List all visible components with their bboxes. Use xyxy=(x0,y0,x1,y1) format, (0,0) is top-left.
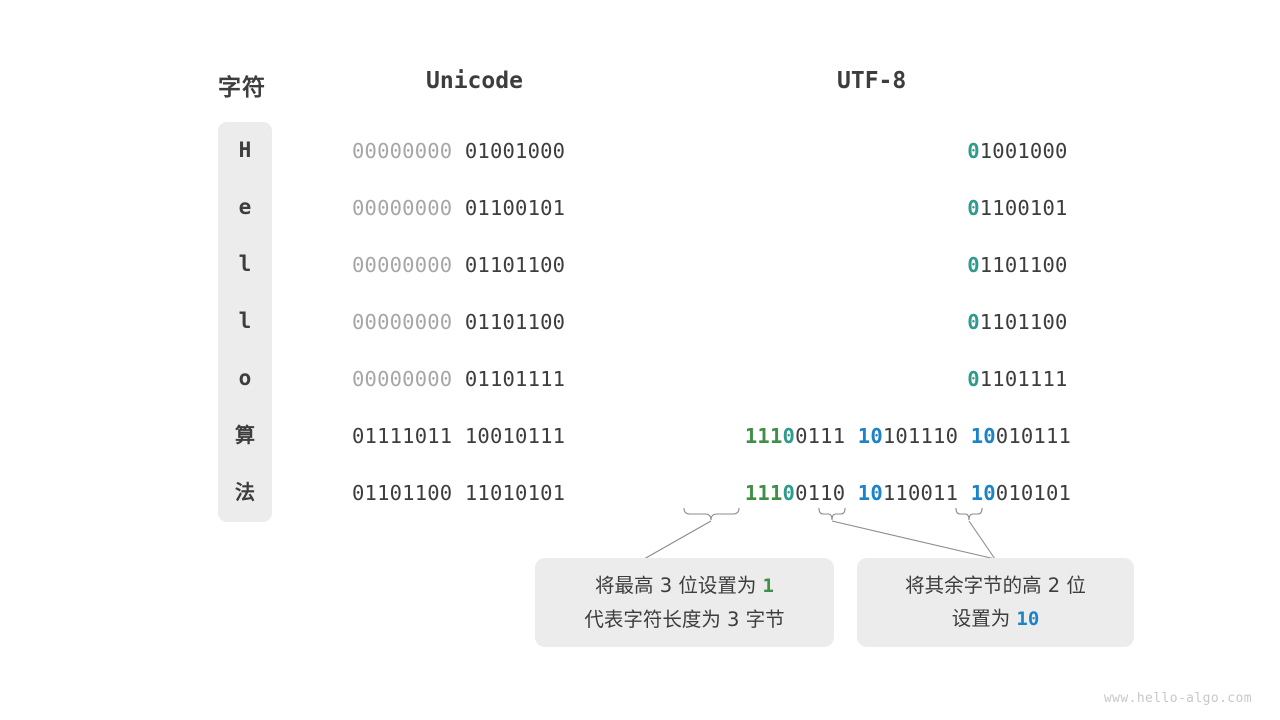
unicode-codepoint: 00000000 01100101 xyxy=(352,196,565,220)
utf8-byte-prefix: 111 xyxy=(744,424,783,448)
unicode-high-byte: 00000000 xyxy=(352,310,453,334)
utf8-byte-prefix-terminator: 0 xyxy=(782,424,796,448)
character-cell: l xyxy=(238,309,252,333)
utf8-byte-payload: 0110 xyxy=(795,481,846,505)
unicode-codepoint: 01101100 11010101 xyxy=(352,481,565,505)
unicode-high-byte: 01101100 xyxy=(352,481,453,505)
column-header-character: 字符 xyxy=(218,75,266,101)
unicode-high-byte: 01111011 xyxy=(352,424,453,448)
callout-2-highlight: 10 xyxy=(1016,608,1040,630)
utf8-encoding: 11100110 10110011 10010101 xyxy=(745,481,1071,505)
utf8-byte-payload: 101110 xyxy=(882,424,959,448)
column-header-utf8: UTF-8 xyxy=(837,68,907,94)
utf8-byte-payload: 010101 xyxy=(995,481,1072,505)
utf8-byte-prefix: 0 xyxy=(967,310,980,334)
unicode-high-byte: 00000000 xyxy=(352,367,453,391)
character-cell: l xyxy=(238,252,252,276)
callout-1-highlight: 1 xyxy=(762,575,774,597)
utf8-byte-prefix: 0 xyxy=(967,367,980,391)
unicode-low-byte: 01101100 xyxy=(464,253,566,277)
callout-1-line-1: 将最高 3 位设置为 1 xyxy=(595,569,774,603)
utf8-byte-prefix: 10 xyxy=(970,481,996,505)
utf8-byte-payload: 1100101 xyxy=(979,196,1068,220)
callout-1-line-1-text: 将最高 3 位设置为 xyxy=(595,574,763,597)
unicode-low-byte: 11010101 xyxy=(464,481,566,505)
character-cell: e xyxy=(238,195,252,219)
character-cell: 法 xyxy=(235,480,255,504)
utf8-byte-payload: 010111 xyxy=(995,424,1072,448)
unicode-low-byte: 01100101 xyxy=(464,196,566,220)
character-cell: o xyxy=(238,366,252,390)
utf8-byte-prefix: 10 xyxy=(857,481,883,505)
unicode-high-byte: 00000000 xyxy=(352,139,453,163)
utf8-byte-prefix-terminator: 0 xyxy=(782,481,796,505)
unicode-codepoint: 00000000 01101111 xyxy=(352,367,565,391)
column-header-unicode: Unicode xyxy=(426,68,523,94)
unicode-low-byte: 01001000 xyxy=(464,139,566,163)
utf8-encoding: 01101100 xyxy=(967,310,1067,334)
callout-continuation-bits: 将其余字节的高 2 位 设置为 10 xyxy=(857,558,1134,647)
utf8-byte-prefix: 0 xyxy=(967,196,980,220)
character-cell: 算 xyxy=(235,423,255,447)
unicode-high-byte: 00000000 xyxy=(352,196,453,220)
utf8-encoding: 11100111 10101110 10010111 xyxy=(745,424,1071,448)
utf8-byte-prefix: 0 xyxy=(967,139,980,163)
utf8-byte-payload: 0111 xyxy=(795,424,846,448)
callout-2-line-2: 设置为 10 xyxy=(952,602,1040,636)
callout-leading-bits: 将最高 3 位设置为 1 代表字符长度为 3 字节 xyxy=(535,558,834,647)
unicode-low-byte: 10010111 xyxy=(464,424,566,448)
watermark: www.hello-algo.com xyxy=(1103,691,1252,706)
utf8-byte-prefix: 0 xyxy=(967,253,980,277)
callout-1-line-2: 代表字符长度为 3 字节 xyxy=(584,608,785,631)
character-cell: H xyxy=(238,138,252,162)
unicode-high-byte: 00000000 xyxy=(352,253,453,277)
unicode-codepoint: 01111011 10010111 xyxy=(352,424,565,448)
utf8-byte-prefix: 111 xyxy=(744,481,783,505)
utf8-byte-payload: 110011 xyxy=(882,481,959,505)
utf8-encoding: 01100101 xyxy=(967,196,1067,220)
utf8-byte-payload: 1101100 xyxy=(979,310,1068,334)
utf8-byte-prefix: 10 xyxy=(970,424,996,448)
utf8-encoding: 01101111 xyxy=(967,367,1067,391)
unicode-low-byte: 01101111 xyxy=(464,367,566,391)
utf8-byte-prefix: 10 xyxy=(857,424,883,448)
utf8-byte-payload: 1101111 xyxy=(979,367,1068,391)
unicode-codepoint: 00000000 01101100 xyxy=(352,310,565,334)
callout-2-line-2-text: 设置为 xyxy=(951,607,1017,630)
utf8-byte-payload: 1101100 xyxy=(979,253,1068,277)
unicode-codepoint: 00000000 01001000 xyxy=(352,139,565,163)
utf8-byte-payload: 1001000 xyxy=(979,139,1068,163)
utf8-encoding: 01001000 xyxy=(967,139,1067,163)
callout-2-line-1: 将其余字节的高 2 位 xyxy=(905,574,1086,597)
unicode-codepoint: 00000000 01101100 xyxy=(352,253,565,277)
utf8-encoding: 01101100 xyxy=(967,253,1067,277)
unicode-low-byte: 01101100 xyxy=(464,310,566,334)
